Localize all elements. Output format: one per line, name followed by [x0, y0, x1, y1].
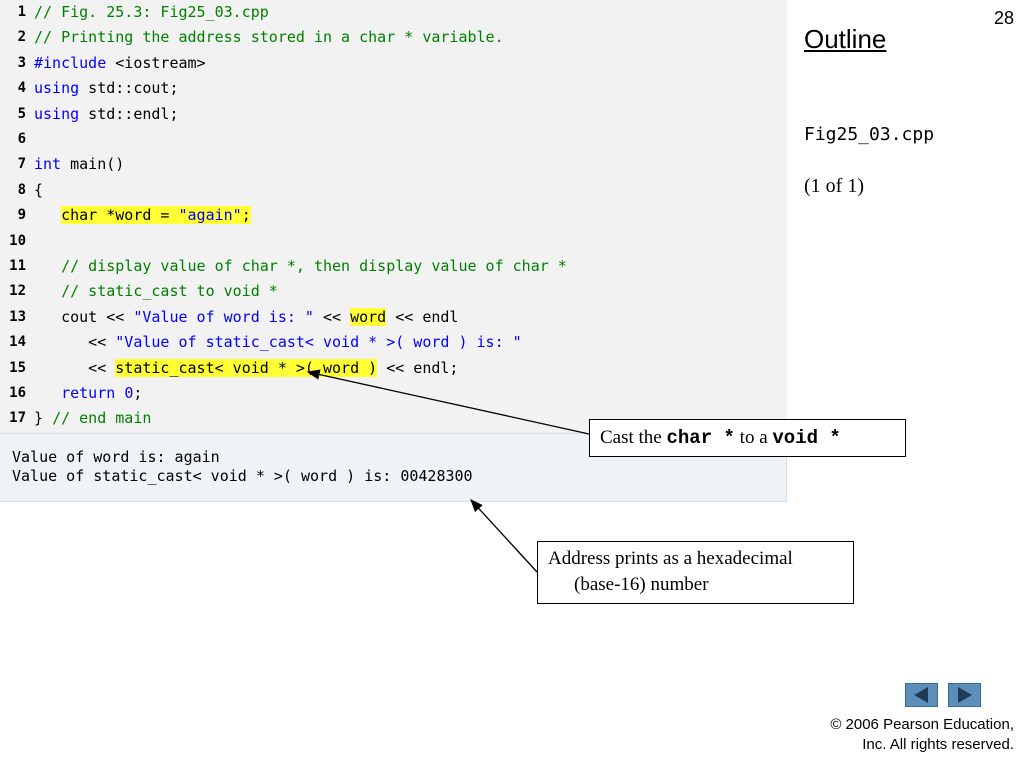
cast-callout-code-void: void *: [772, 427, 841, 449]
previous-slide-button[interactable]: [905, 683, 938, 707]
code-token: std::cout;: [79, 79, 179, 98]
code-source: // display value of char *, then display…: [34, 254, 567, 279]
code-source: // Fig. 25.3: Fig25_03.cpp: [34, 0, 269, 25]
code-token: using: [34, 79, 80, 98]
line-number: 1: [17, 4, 26, 20]
next-slide-button[interactable]: [948, 683, 981, 707]
line-number: 7: [17, 156, 26, 173]
code-token: // Printing the address stored in a char…: [34, 28, 504, 47]
outline-link[interactable]: Outline: [804, 24, 887, 54]
code-token: <<: [34, 358, 116, 377]
code-source: int main(): [34, 152, 124, 177]
code-source: using std::cout;: [34, 76, 179, 101]
line-number: 12: [9, 283, 26, 300]
code-source: using std::endl;: [34, 102, 179, 127]
code-source: {: [34, 178, 43, 203]
line-number: 15: [9, 359, 26, 376]
copyright-line-2: Inc. All rights reserved.: [862, 736, 1014, 753]
code-token: <<: [34, 333, 116, 352]
code-token: <iostream>: [106, 53, 206, 72]
copyright-line-1: © 2006 Pearson Education,: [830, 716, 1014, 733]
code-token: word: [350, 307, 387, 326]
address-callout-line-1: Address prints as a hexadecimal: [548, 548, 793, 569]
code-token: "Value of word is: ": [133, 307, 314, 326]
line-number: 13: [9, 308, 26, 325]
page-count: (1 of 1): [804, 175, 864, 197]
code-listing: 1 // Fig. 25.3: Fig25_03.cpp 2 // Printing …: [0, 0, 787, 433]
code-token: int: [34, 155, 62, 174]
code-token: return: [61, 384, 116, 402]
line-number: 3: [17, 54, 26, 71]
cast-callout-text: Cast the: [600, 427, 667, 448]
code-token: "again": [178, 206, 242, 225]
address-callout: Address prints as a hexadecimal (base-16…: [537, 541, 854, 604]
code-source: // static_cast to void *: [34, 279, 278, 304]
code-token: ;: [133, 384, 143, 402]
triangle-right-icon: [958, 687, 972, 703]
code-token: 0: [124, 384, 134, 402]
code-token: // Fig. 25.3: Fig25_03.cpp: [34, 3, 269, 21]
output-line-2: Value of static_cast< void * >( word ) i…: [12, 467, 473, 485]
line-number: 4: [17, 80, 26, 97]
copyright: © 2006 Pearson Education, Inc. All right…: [830, 715, 1014, 755]
cast-callout-mid: to a: [734, 427, 773, 448]
line-number: 5: [17, 105, 26, 122]
code-token: ;: [241, 206, 251, 225]
output-line-1: Value of word is: again: [12, 448, 220, 466]
code-token: << endl;: [377, 358, 459, 377]
cast-callout-code-char: char *: [666, 427, 735, 449]
line-number: 2: [17, 29, 26, 46]
line-number: 14: [9, 334, 26, 351]
code-source: } // end main: [34, 406, 151, 431]
line-number: 16: [9, 385, 26, 401]
program-output: Value of word is: again Value of static_…: [0, 433, 787, 502]
code-token: // static_cast to void *: [34, 282, 278, 301]
line-number: 17: [9, 410, 26, 427]
code-token: // display value of char *, then display…: [34, 257, 567, 275]
code-token: }: [34, 409, 53, 428]
code-token: #include: [34, 53, 107, 72]
code-token: <<: [313, 307, 351, 326]
code-token: char *word =: [61, 206, 179, 225]
code-source: return 0;: [34, 381, 142, 406]
code-token: using: [34, 104, 80, 123]
code-source: char *word = "again";: [34, 203, 251, 228]
code-source: // Printing the address stored in a char…: [34, 25, 504, 50]
line-number: 8: [17, 181, 26, 198]
slide-number: 28: [993, 8, 1014, 28]
code-token: std::endl;: [79, 104, 179, 123]
code-source: #include <iostream>: [34, 51, 206, 76]
line-number: 11: [9, 258, 26, 274]
file-name: Fig25_03.cpp: [804, 124, 935, 145]
line-number: 10: [9, 232, 26, 249]
cast-callout-arrow: [306, 369, 590, 435]
code-token: "Value of static_cast< void * >( word ) …: [115, 333, 522, 352]
code-source: << "Value of static_cast< void * >( word…: [34, 330, 522, 355]
code-token: << endl: [386, 307, 459, 326]
address-callout-line-2: (base-16) number: [574, 574, 709, 595]
cast-callout: Cast the char * to a void *: [589, 419, 906, 457]
address-callout-arrow: [470, 499, 538, 573]
code-token: cout <<: [34, 307, 134, 326]
code-token: // end main: [52, 409, 152, 428]
triangle-left-icon: [914, 687, 928, 703]
code-token: {: [34, 180, 44, 199]
code-token: main(): [61, 155, 125, 174]
code-source: cout << "Value of word is: " << word << …: [34, 305, 458, 330]
line-number: 9: [17, 207, 26, 224]
line-number: 6: [17, 131, 26, 147]
